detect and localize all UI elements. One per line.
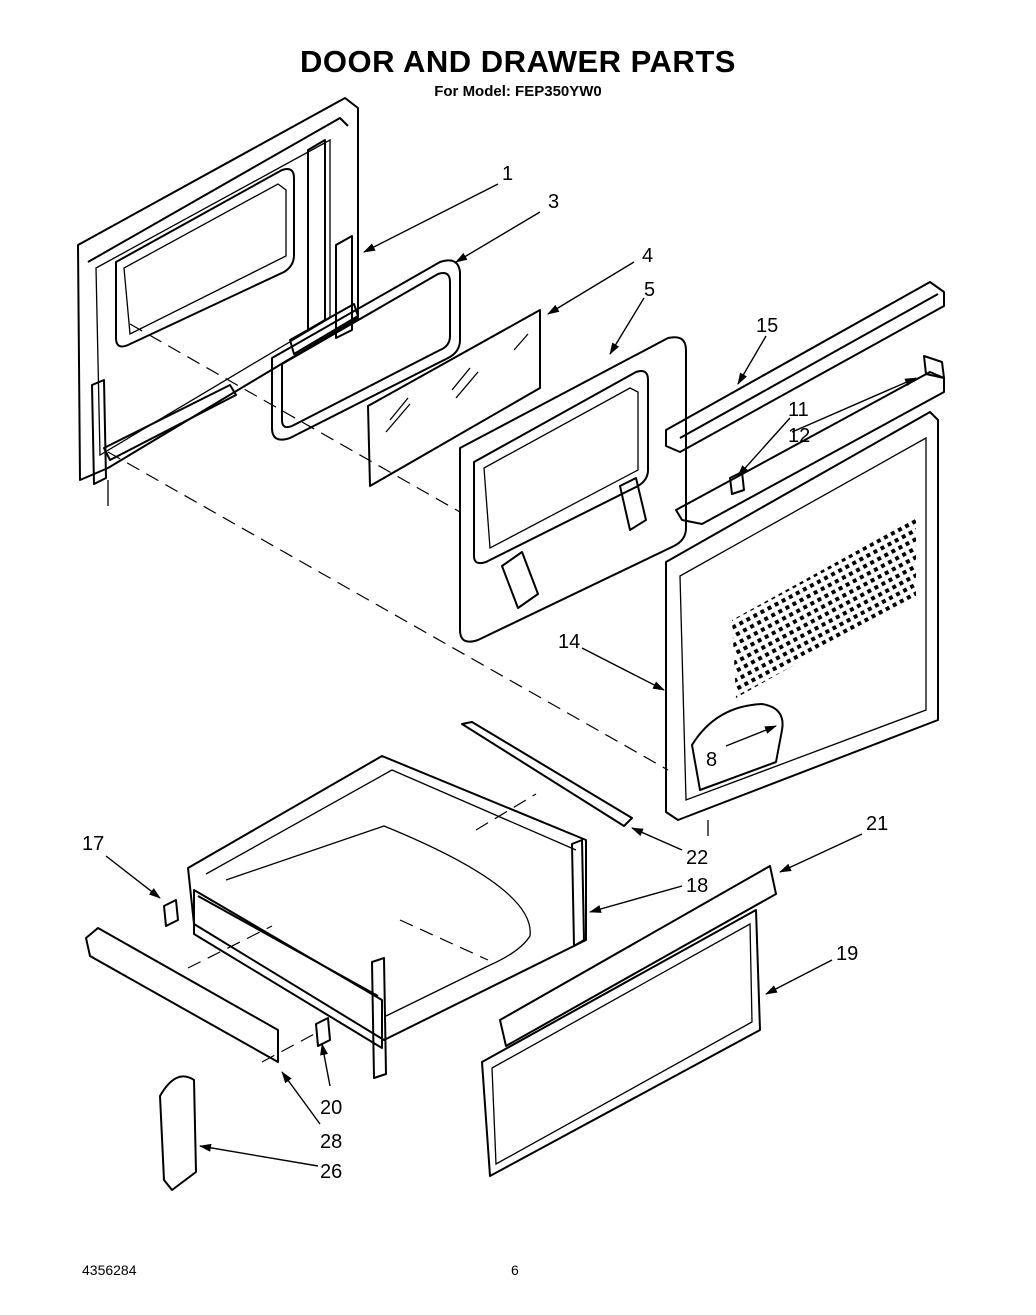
door-gasket <box>271 259 461 441</box>
callout-labels: 1 3 4 5 15 11 12 14 8 17 22 21 18 19 20 … <box>82 163 888 1183</box>
inner-door-panel <box>459 336 687 643</box>
callout-11: 11 <box>788 399 809 421</box>
callout-8: 8 <box>706 749 717 771</box>
callout-1: 1 <box>502 163 513 185</box>
callout-3: 3 <box>548 191 559 213</box>
callout-20: 20 <box>320 1097 342 1119</box>
callout-15: 15 <box>756 315 778 337</box>
callout-28: 28 <box>320 1131 342 1153</box>
callout-26: 26 <box>320 1161 342 1183</box>
top-trim <box>665 281 945 453</box>
document-number: 4356284 <box>82 1262 137 1278</box>
model-subtitle: For Model: FEP350YW0 <box>434 83 602 100</box>
callout-5: 5 <box>644 279 655 301</box>
callout-17: 17 <box>82 833 104 855</box>
page-title: DOOR AND DRAWER PARTS <box>300 44 736 79</box>
clip-parts <box>163 899 331 1047</box>
callout-12: 12 <box>788 425 810 447</box>
door-liner-panel <box>665 411 939 836</box>
leader-arrows <box>105 183 917 1167</box>
drawer-side-slide <box>85 927 279 1063</box>
drawer-front-trim <box>499 865 777 1047</box>
window-glass <box>367 309 541 487</box>
alignment-lines <box>107 323 669 1063</box>
callout-18: 18 <box>686 875 708 897</box>
callout-14: 14 <box>558 631 580 653</box>
callout-19: 19 <box>836 943 858 965</box>
outer-door-frame <box>77 97 359 506</box>
drawer-front-panel <box>481 909 761 1177</box>
callout-4: 4 <box>642 245 653 267</box>
side-trim-piece <box>159 1075 197 1191</box>
page-number: 6 <box>511 1262 519 1278</box>
callout-22: 22 <box>686 847 708 869</box>
callout-21: 21 <box>866 813 888 835</box>
drawer-box <box>187 755 587 1079</box>
drawer-rail <box>461 721 633 827</box>
